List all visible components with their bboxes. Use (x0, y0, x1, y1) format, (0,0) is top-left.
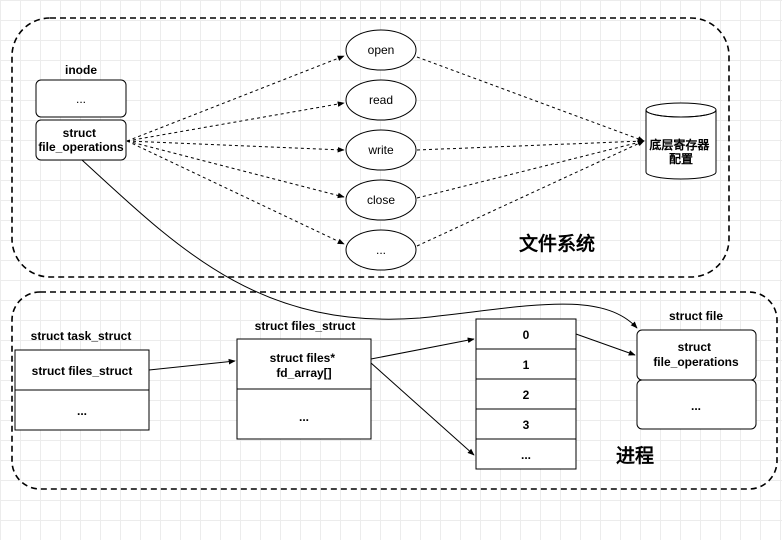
process-group (11, 291, 778, 490)
storage-label: 底层寄存器 配置 (649, 137, 712, 166)
file-more-box (636, 379, 757, 430)
arrow-inode-close (126, 140, 345, 199)
inode-top-label: ... (76, 92, 86, 106)
operation-more: ... (345, 229, 417, 271)
arrow-inode-ops-to-file (81, 159, 638, 329)
arrow-close-storage (416, 139, 645, 199)
operation-write: write (345, 129, 417, 171)
file-more-label: ... (691, 399, 701, 413)
arrow-open-storage (416, 56, 645, 142)
file-ops-label: struct file_operations (653, 340, 739, 369)
fd-cell-0: 0 (523, 328, 530, 342)
files-struct-fd-label: struct files* fd_array[] (270, 351, 339, 380)
arrow-fd-to-cell0 (370, 337, 475, 360)
operation-open: open (345, 29, 417, 71)
arrow-more-storage (416, 140, 645, 247)
arrow-inode-write (126, 140, 345, 153)
process-label: 进程 (616, 445, 654, 467)
operation-close: close (345, 179, 417, 221)
arrow-inode-more (126, 140, 345, 245)
arrow-inode-open (126, 55, 345, 142)
operation-read: read (345, 79, 417, 121)
operation-more-label: ... (376, 243, 386, 257)
fd-cell-2: 2 (523, 388, 530, 402)
fd-cell-more: ... (521, 448, 531, 462)
fd-cell-3: 3 (523, 418, 530, 432)
inode-file-operations-label: struct file_operations (38, 126, 124, 154)
arrow-write-storage (416, 138, 645, 151)
files-struct-title: struct files_struct (255, 319, 356, 333)
operation-open-label: open (368, 43, 395, 57)
fd-array: 0 1 2 3 ... (475, 318, 577, 470)
inode-file-operations-box (35, 119, 127, 161)
file-struct-title: struct file (669, 309, 723, 323)
operation-write-label: write (367, 143, 394, 157)
fd-cell-1: 1 (523, 358, 530, 372)
operation-read-label: read (369, 93, 393, 107)
arrow-task-to-files-struct (148, 358, 236, 371)
operation-close-label: close (367, 193, 395, 207)
task-struct-title: struct task_struct (31, 329, 132, 343)
filesystem-label: 文件系统 (519, 232, 595, 255)
arrow-cell0-to-file (575, 333, 636, 356)
storage-cylinder: 底层寄存器 配置 (645, 102, 717, 180)
arrow-inode-read (126, 101, 345, 142)
inode-title: inode (65, 63, 97, 77)
arrow-fd-to-cellmore (370, 362, 475, 456)
inode-top-box (35, 79, 127, 118)
filesystem-group (11, 17, 730, 278)
files-struct-more-label: ... (299, 410, 309, 424)
task-struct-more-label: ... (77, 404, 87, 418)
task-struct-files-label: struct files_struct (32, 364, 133, 378)
